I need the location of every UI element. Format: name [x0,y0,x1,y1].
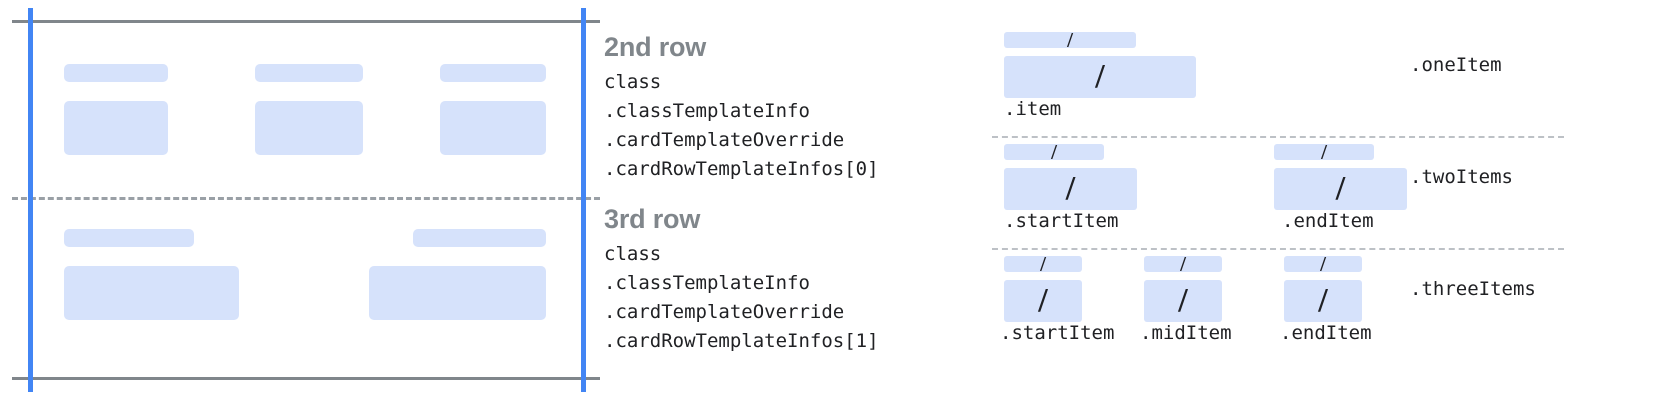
annotation-heading: 2nd row [604,32,707,62]
chip-label: .item [1004,98,1062,120]
diagram-row-separator [12,197,600,200]
chip-label: .startItem [1000,322,1115,344]
chip-label: .midItem [1140,322,1232,344]
placeholder-title-bar [64,64,168,82]
variant-divider [992,136,1564,138]
variant-divider [992,248,1564,250]
chip-label: .startItem [1004,210,1119,232]
chip-body-block: / [1004,56,1196,98]
variant-one-item: .oneItem //.item [984,24,1676,136]
row-item-chip: // [1004,252,1082,322]
chip-body-block: / [1004,168,1137,210]
chip-label: .endItem [1280,322,1372,344]
chip-title-bar: / [1284,252,1362,276]
chip-title-bar: / [1274,140,1374,164]
slash-icon: / [1320,252,1326,276]
annotation-code-line: class [604,243,662,265]
chip-label: .endItem [1282,210,1374,232]
row-item-chip: // [1284,252,1362,322]
chip-body-block: / [1004,280,1082,322]
placeholder-body-block [440,101,546,155]
chip-title-bar: / [1004,252,1082,276]
slash-icon: / [1040,252,1046,276]
row-item-chip: // [1274,140,1407,210]
slash-icon: / [1180,252,1186,276]
variant-two-items: .twoItems //.startItem//.endItem [984,136,1676,248]
slash-icon: / [1065,170,1076,207]
annotation-code-line: .classTemplateInfo [604,100,810,122]
annotation-code-line: .cardTemplateOverride [604,301,845,323]
chip-title-bar: / [1144,252,1222,276]
annotation-code-line: .classTemplateInfo [604,272,810,294]
annotation-block-3rd-row: 3rd row class .classTemplateInfo .cardTe… [604,202,879,356]
variant-label: .oneItem [1410,54,1502,76]
annotation-code-line: .cardTemplateOverride [604,129,845,151]
annotation-panel: 2nd row class .classTemplateInfo .cardTe… [604,0,954,412]
placeholder-body-block [64,101,168,155]
chip-body-block: / [1144,280,1222,322]
placeholder-title-bar [440,64,546,82]
chip-title-bar: / [1004,28,1136,52]
slash-icon: / [1178,282,1188,319]
slash-icon: / [1038,282,1048,319]
annotation-code-line: .cardRowTemplateInfos[0] [604,158,879,180]
row-item-chip: // [1004,28,1196,98]
slash-icon: / [1051,140,1057,164]
variant-label: .threeItems [1410,278,1536,300]
card-row-layout-diagram [0,0,600,412]
variant-label: .twoItems [1410,166,1513,188]
placeholder-body-block [64,266,239,320]
placeholder-title-bar [413,229,546,247]
slash-icon: / [1321,140,1327,164]
diagram-right-guide [581,8,586,392]
row-item-chip: // [1004,140,1137,210]
annotation-heading: 3rd row [604,204,701,234]
annotation-code-line: .cardRowTemplateInfos[1] [604,330,879,352]
row-item-variants-panel: .oneItem //.item .twoItems //.startItem/… [984,0,1676,412]
placeholder-title-bar [64,229,194,247]
diagram-top-rule [12,20,600,23]
chip-title-bar: / [1004,140,1104,164]
chip-body-block: / [1274,168,1407,210]
chip-body-block: / [1284,280,1362,322]
slash-icon: / [1318,282,1328,319]
annotation-block-2nd-row: 2nd row class .classTemplateInfo .cardTe… [604,30,879,184]
annotation-code-line: class [604,71,662,93]
row-item-chip: // [1144,252,1222,322]
slash-icon: / [1067,28,1073,52]
slash-icon: / [1095,58,1105,95]
placeholder-title-bar [255,64,363,82]
placeholder-body-block [369,266,546,320]
variant-three-items: .threeItems //.startItem//.midItem//.end… [984,248,1676,364]
diagram-bottom-rule [12,377,600,380]
diagram-left-guide [28,8,33,392]
placeholder-body-block [255,101,363,155]
slash-icon: / [1335,170,1346,207]
